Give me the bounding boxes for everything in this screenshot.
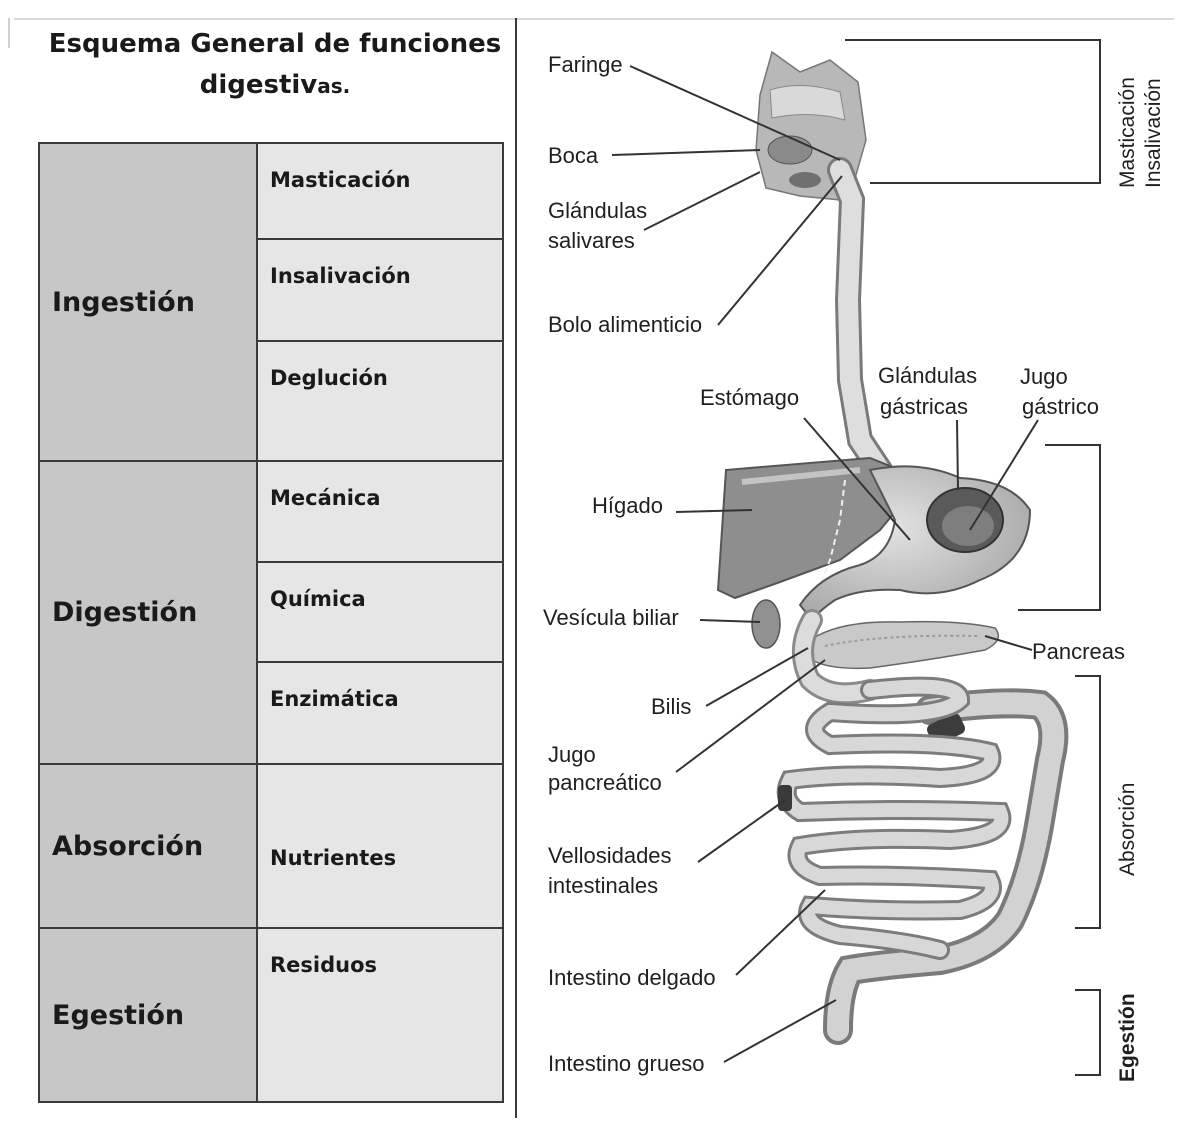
- left-edge-mark: [8, 18, 10, 48]
- label-vesicula-biliar: Vesícula biliar: [543, 605, 679, 630]
- label-glandulas-salivares-1: Glándulas: [548, 198, 647, 223]
- table-row: Egestión Residuos: [39, 928, 503, 1102]
- table-row: Ingestión Masticación: [39, 143, 503, 239]
- title-line-2-tail: as.: [317, 74, 350, 98]
- label-glandulas-gastricas-2: gástricas: [880, 394, 968, 419]
- item-nutrientes: Nutrientes: [257, 764, 503, 928]
- category-egestion: Egestión: [39, 928, 257, 1102]
- digestive-system-diagram: Faringe Boca Glándulas salivares Bolo al…: [517, 18, 1187, 1118]
- category-absorcion: Absorción: [39, 764, 257, 928]
- bracket-label-insalivacion: Insalivación: [1142, 78, 1165, 188]
- item-insalivacion: Insalivación: [257, 239, 503, 341]
- table-row: Absorción Nutrientes: [39, 764, 503, 928]
- label-jugo-pancreatico-1: Jugo: [548, 742, 596, 767]
- label-intestino-grueso: Intestino grueso: [548, 1051, 705, 1076]
- label-glandulas-gastricas-1: Glándulas: [878, 363, 977, 388]
- bracket-label-absorcion: Absorción: [1116, 783, 1139, 876]
- label-jugo-gastrico-2: gástrico: [1022, 394, 1099, 419]
- small-intestine: [778, 687, 1001, 950]
- label-higado: Hígado: [592, 493, 663, 518]
- item-residuos: Residuos: [257, 928, 503, 1102]
- label-jugo-gastrico-1: Jugo: [1020, 364, 1068, 389]
- category-digestion: Digestión: [39, 461, 257, 764]
- item-deglucion: Deglución: [257, 341, 503, 461]
- bracket-label-masticacion: Masticación: [1116, 77, 1139, 188]
- page-title: Esquema General de funciones digestivas.: [40, 24, 510, 107]
- label-faringe: Faringe: [548, 52, 623, 77]
- item-quimica: Química: [257, 562, 503, 662]
- label-bilis: Bilis: [651, 694, 691, 719]
- label-vellosidades-2: intestinales: [548, 873, 658, 898]
- gallbladder: [752, 600, 780, 648]
- item-enzimatica: Enzimática: [257, 662, 503, 764]
- label-estomago: Estómago: [700, 385, 799, 410]
- label-jugo-pancreatico-2: pancreático: [548, 770, 662, 795]
- label-pancreas: Pancreas: [1032, 639, 1125, 664]
- pancreas: [810, 622, 998, 669]
- title-line-2-main: digestiv: [200, 70, 318, 100]
- label-glandulas-salivares-2: salivares: [548, 228, 635, 253]
- label-vellosidades-1: Vellosidades: [548, 843, 672, 868]
- label-boca: Boca: [548, 143, 599, 168]
- item-masticacion: Masticación: [257, 143, 503, 239]
- functions-table: Ingestión Masticación Insalivación Deglu…: [38, 142, 504, 1103]
- table-row: Digestión Mecánica: [39, 461, 503, 562]
- title-line-2: digestivas.: [40, 65, 510, 107]
- label-bolo-alimenticio: Bolo alimenticio: [548, 312, 702, 337]
- bracket-label-egestion: Egestión: [1116, 993, 1139, 1082]
- category-ingestion: Ingestión: [39, 143, 257, 461]
- title-line-1: Esquema General de funciones: [40, 24, 510, 65]
- item-mecanica: Mecánica: [257, 461, 503, 562]
- label-intestino-delgado: Intestino delgado: [548, 965, 716, 990]
